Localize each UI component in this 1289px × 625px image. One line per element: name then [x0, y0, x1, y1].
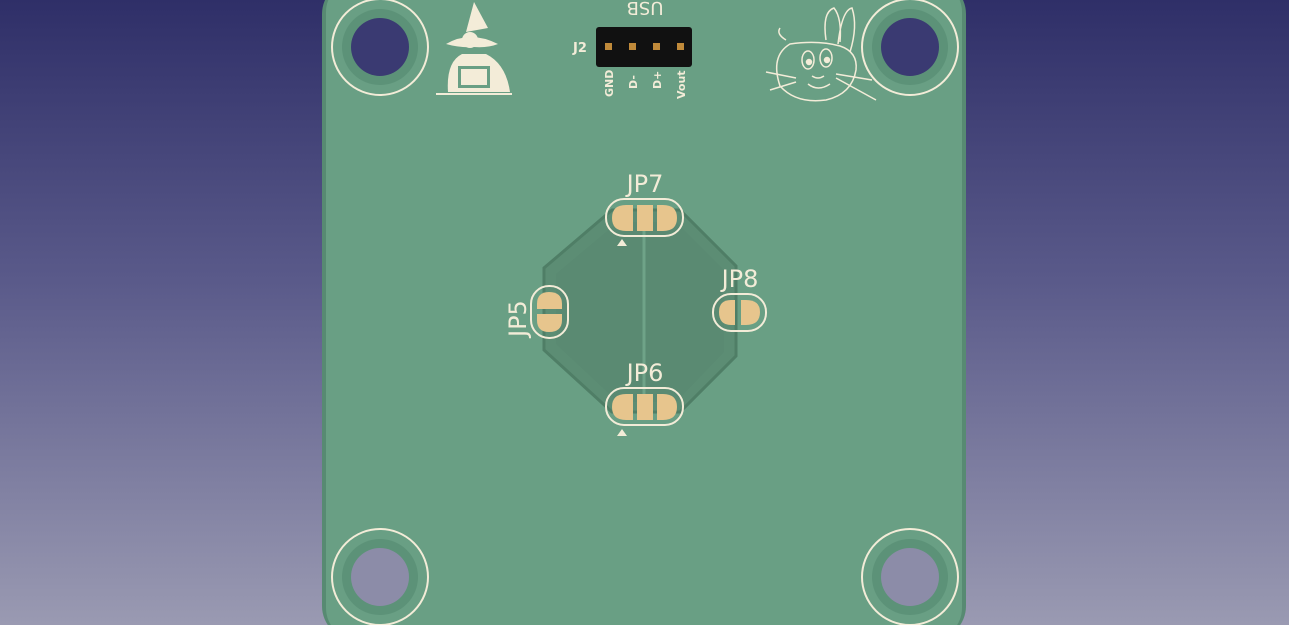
witch-logo — [436, 2, 512, 95]
jp8-label: JP8 — [720, 265, 759, 293]
connector-ref-label: J2 — [572, 41, 587, 56]
jumper-jp7: JP7 — [605, 170, 684, 246]
pin-2 — [629, 43, 636, 50]
pin-label-gnd: GND — [603, 70, 616, 97]
connector-name-label: USB — [627, 0, 664, 18]
pin-label-vout: Vout — [675, 70, 688, 99]
pin-label-dplus: D+ — [651, 71, 664, 89]
jumper-jp8: JP8 — [712, 265, 767, 332]
pin-label-dminus: D- — [627, 75, 640, 89]
usb-connector: USB J2 GND D- D+ Vout — [572, 0, 692, 99]
jp7-label: JP7 — [625, 170, 664, 198]
mounting-hole-bottom-right — [861, 528, 959, 625]
jumper-jp5: JP5 — [504, 285, 569, 339]
mounting-hole-bottom-left — [331, 528, 429, 625]
pin-1 — [605, 43, 612, 50]
octagon-pour — [542, 208, 738, 414]
rabbit-logo — [765, 7, 877, 102]
mounting-hole-top-right — [861, 0, 959, 96]
jumper-jp6: JP6 — [605, 359, 684, 436]
jp5-label: JP5 — [504, 300, 532, 339]
mounting-hole-top-left — [331, 0, 429, 96]
pin-3 — [653, 43, 660, 50]
pin-4 — [677, 43, 684, 50]
jp6-label: JP6 — [625, 359, 664, 387]
